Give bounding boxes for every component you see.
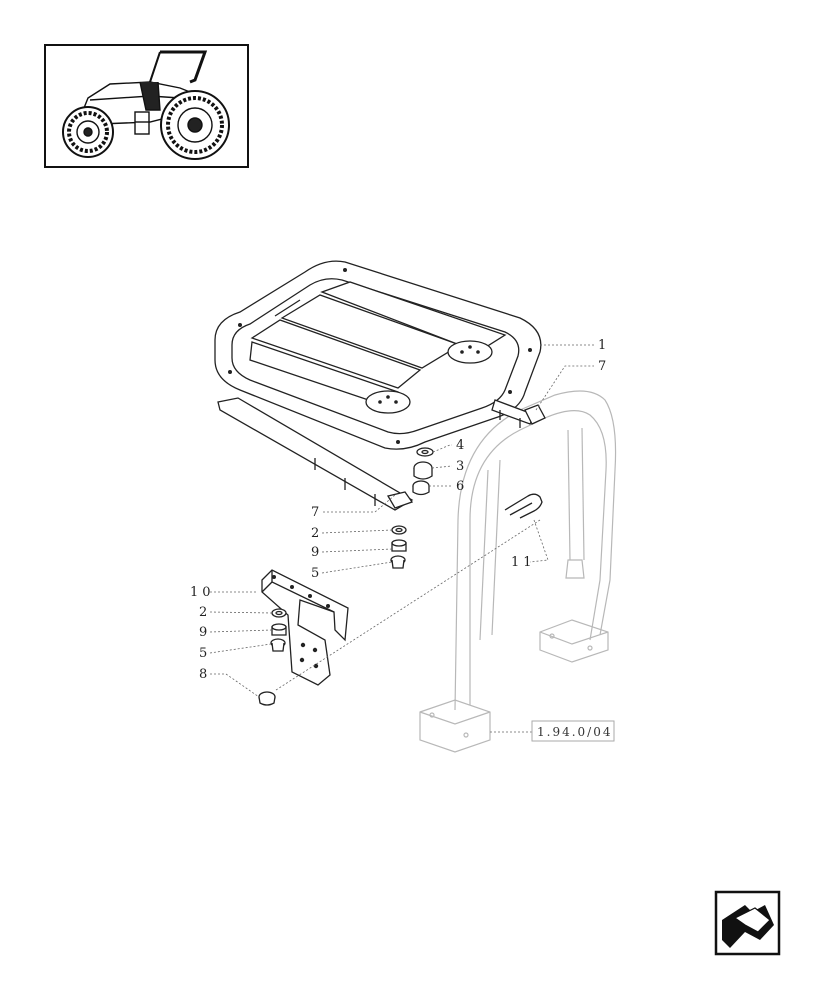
- callout-9-lower[interactable]: 9: [199, 625, 207, 640]
- washer-part-2-lower[interactable]: [271, 608, 287, 618]
- nut-part-9-lower[interactable]: [271, 623, 287, 636]
- callout-9-upper[interactable]: 9: [311, 545, 319, 560]
- cap-part-8[interactable]: [258, 691, 276, 706]
- u-clip-part-11[interactable]: [504, 493, 543, 519]
- callout-6[interactable]: 6: [456, 479, 464, 494]
- bushing-part-6[interactable]: [412, 480, 430, 496]
- callout-7-upper[interactable]: 7: [598, 359, 606, 374]
- callout-2-lower[interactable]: 2: [199, 605, 207, 620]
- nut-part-9[interactable]: [391, 539, 407, 552]
- return-arrow-icon[interactable]: [714, 890, 781, 956]
- left-support-rail[interactable]: [217, 397, 414, 511]
- bolt-part-5-lower[interactable]: [270, 638, 286, 652]
- callout-4[interactable]: 4: [456, 438, 464, 453]
- callout-10[interactable]: 10: [190, 585, 215, 600]
- roof-panel[interactable]: [214, 260, 542, 450]
- callout-11[interactable]: 11: [511, 555, 536, 570]
- tractor-icon: [62, 50, 230, 160]
- right-support-rail[interactable]: [491, 399, 546, 428]
- callout-1[interactable]: 1: [598, 338, 606, 353]
- bolt-part-5[interactable]: [390, 555, 406, 569]
- callout-3[interactable]: 3: [456, 459, 464, 474]
- reference-box[interactable]: 1.94.0/04: [531, 720, 615, 742]
- leader-lines: [209, 344, 594, 733]
- reference-label: 1.94.0/04: [537, 725, 612, 739]
- callout-2-upper[interactable]: 2: [311, 526, 319, 541]
- assembly-line: [275, 519, 541, 691]
- washer-part-4[interactable]: [416, 447, 434, 457]
- mounting-bracket[interactable]: [261, 569, 349, 686]
- callout-labels: 1 7 4 3 6 7 2 9 5 11 10 2 9 5 8: [190, 338, 606, 682]
- spacer-part-3[interactable]: [413, 461, 433, 480]
- rops-frame-reference: [419, 390, 617, 753]
- tractor-thumbnail[interactable]: [44, 44, 249, 168]
- callout-5-upper[interactable]: 5: [311, 566, 319, 581]
- callout-8[interactable]: 8: [199, 667, 207, 682]
- callout-7-lower[interactable]: 7: [311, 505, 319, 520]
- callout-5-lower[interactable]: 5: [199, 646, 207, 661]
- washer-part-2[interactable]: [391, 525, 407, 535]
